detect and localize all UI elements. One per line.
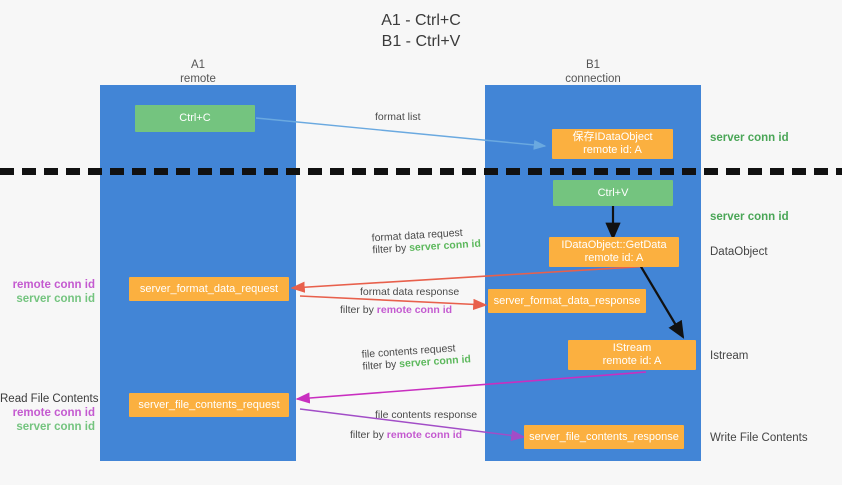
right-label-istream: Istream (710, 350, 749, 362)
side-note-2-server: server conn id (16, 421, 95, 433)
box-save-dataobject-line2: remote id: A (583, 144, 642, 156)
right-label-server-conn-id-1: server conn id (710, 132, 789, 144)
box-server-format-data-response[interactable]: server_format_data_response (488, 289, 646, 313)
side-note-conn-ids-1: remote conn id server conn id (0, 278, 95, 306)
edge-fcres-prefix: filter by (350, 429, 387, 441)
edge-format-data-response-line1: format data response (360, 286, 460, 298)
side-note-1-server: server conn id (16, 293, 95, 305)
right-label-server-conn-id-2: server conn id (710, 211, 789, 223)
page-title: A1 - Ctrl+C B1 - Ctrl+V (0, 10, 842, 52)
edge-fdreq-prefix: filter by (372, 242, 410, 257)
box-server-file-contents-request-label: server_file_contents_request (138, 398, 280, 411)
side-note-read-file-contents: Read File Contents remote conn id server… (0, 392, 99, 434)
box-getdata[interactable]: IDataObject::GetData remote id: A (549, 237, 679, 267)
edge-fdres-prefix: filter by (340, 304, 377, 316)
edge-label-format-data-request: format data request filter by server con… (371, 226, 481, 257)
box-ctrl-v[interactable]: Ctrl+V (553, 180, 673, 206)
box-istream[interactable]: IStream remote id: A (568, 340, 696, 370)
box-ctrl-v-label: Ctrl+V (597, 186, 629, 199)
box-server-format-data-response-label: server_format_data_response (493, 294, 641, 307)
column-header-b1: B1 connection (485, 58, 701, 86)
column-a1-name: A1 (190, 59, 206, 71)
column-a1-role: remote (180, 73, 216, 85)
side-note-2-remote: remote conn id (12, 407, 95, 419)
title-line-1: A1 - Ctrl+C (381, 12, 461, 29)
edge-format-data-response-line2: filter by remote conn id (340, 304, 459, 316)
edge-label-file-contents-response: file contents response filter by remote … (350, 409, 478, 441)
column-b1-role: connection (565, 73, 621, 85)
edge-fcreq-prefix: filter by (362, 358, 400, 373)
edge-file-contents-response-line2: filter by remote conn id (350, 429, 477, 441)
edge-file-contents-response-line1: file contents response (375, 409, 478, 421)
column-b1-name: B1 (585, 59, 601, 71)
edge-format-list-line1: format list (375, 111, 421, 123)
box-istream-line2: remote id: A (602, 355, 662, 367)
edge-label-format-data-response: format data response filter by remote co… (340, 286, 460, 316)
box-server-file-contents-response-label: server_file_contents_response (529, 430, 679, 443)
box-istream-line1: IStream (612, 342, 652, 354)
box-ctrl-c[interactable]: Ctrl+C (135, 105, 255, 132)
edge-label-file-contents-request: file contents request filter by server c… (361, 341, 471, 373)
side-note-2-title: Read File Contents (0, 393, 99, 405)
box-server-file-contents-response[interactable]: server_file_contents_response (524, 425, 684, 449)
box-save-dataobject-line1: 保存IDataObject (572, 131, 653, 143)
edge-label-format-list: format list (375, 111, 421, 123)
title-line-2: B1 - Ctrl+V (381, 33, 461, 50)
box-ctrl-c-label: Ctrl+C (179, 112, 211, 124)
side-note-1-remote: remote conn id (12, 279, 95, 291)
right-label-write-file-contents: Write File Contents (710, 432, 808, 444)
box-server-format-data-request[interactable]: server_format_data_request (129, 277, 289, 301)
right-label-dataobject: DataObject (710, 246, 768, 258)
boundary-dashed-line (0, 168, 842, 175)
edge-fcres-highlight: remote conn id (386, 429, 463, 441)
edge-fdres-highlight: remote conn id (376, 304, 453, 316)
box-save-dataobject[interactable]: 保存IDataObject remote id: A (552, 129, 673, 159)
box-getdata-line2: remote id: A (584, 252, 644, 264)
column-header-a1: A1 remote (100, 58, 296, 86)
box-server-file-contents-request[interactable]: server_file_contents_request (129, 393, 289, 417)
box-server-format-data-request-label: server_format_data_request (139, 282, 279, 295)
box-getdata-line1: IDataObject::GetData (561, 239, 667, 251)
